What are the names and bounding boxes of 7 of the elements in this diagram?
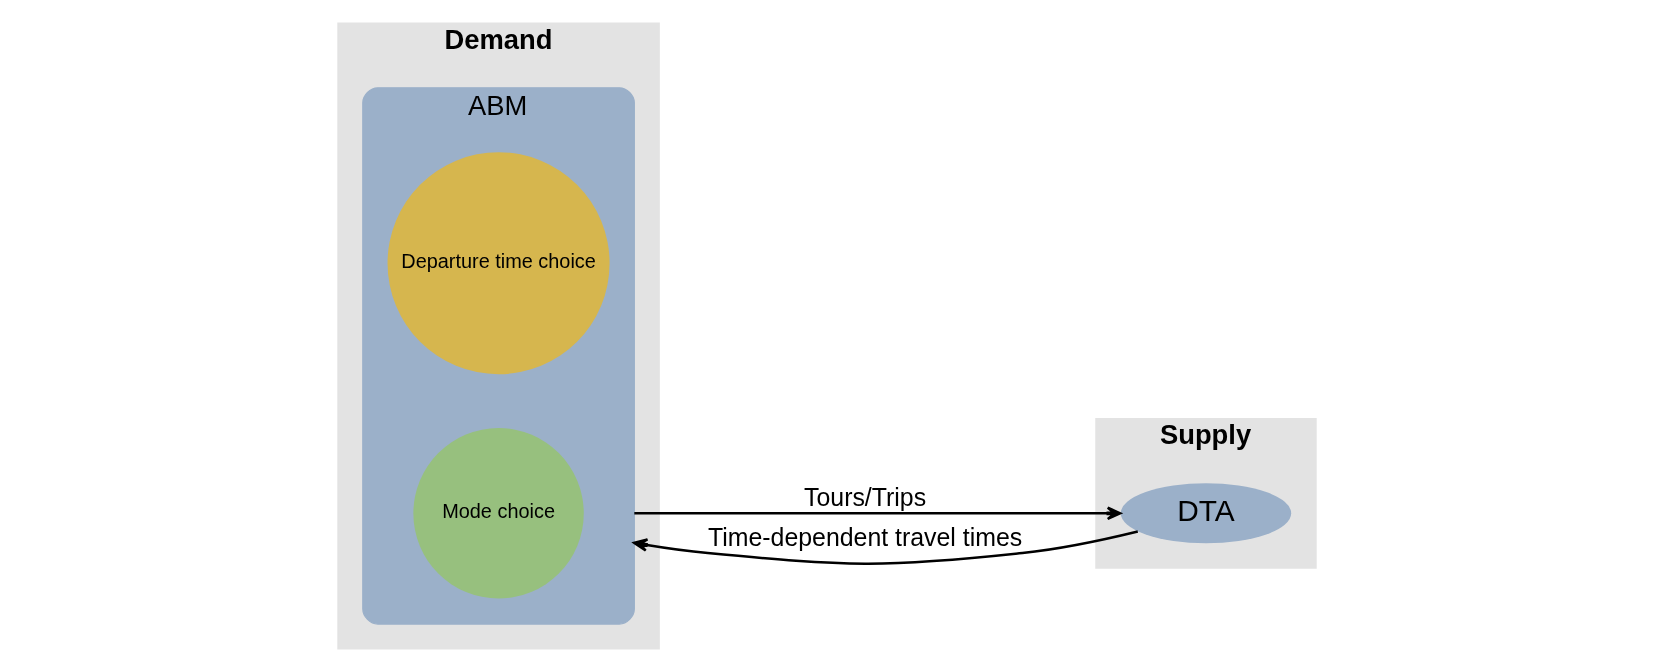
node-ellipse: DTA: [1120, 483, 1292, 544]
edge-label: Tours/Trips: [804, 482, 927, 511]
arrow: [634, 506, 1122, 521]
edge-label: Time-dependent travel times: [707, 522, 1023, 551]
arrow: [633, 530, 1139, 565]
node-circle: Mode choice: [413, 428, 584, 599]
node-circle: Departure time choice: [387, 152, 610, 375]
